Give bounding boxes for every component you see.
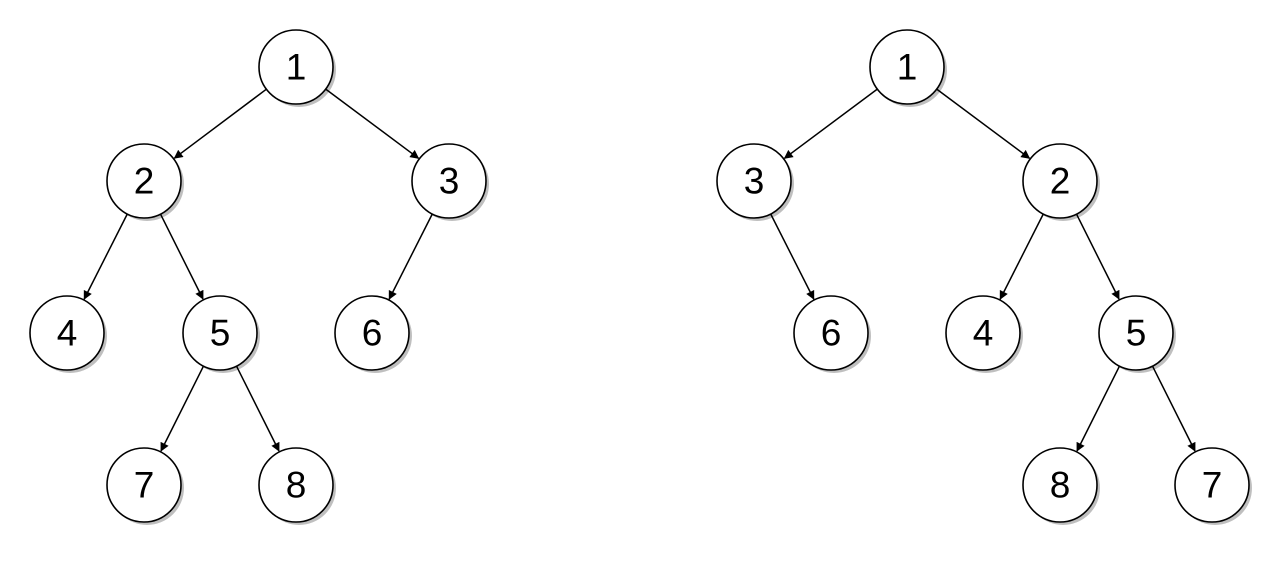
- edge-1-to-2: [936, 88, 1031, 159]
- node-label: 4: [57, 313, 78, 354]
- tree-node-3: 3: [716, 143, 794, 221]
- edge-5-to-8: [1076, 365, 1121, 452]
- tree-node-1: 1: [258, 29, 336, 107]
- node-label: 7: [1202, 465, 1223, 506]
- node-label: 6: [362, 313, 383, 354]
- tree-node-4: 4: [29, 295, 107, 373]
- node-label: 8: [1050, 465, 1071, 506]
- tree-node-3: 3: [411, 143, 489, 221]
- inverted-tree: 1 3 2 6 4 5 8 7: [716, 29, 1252, 525]
- node-circle: [869, 29, 945, 105]
- node-circle: [1022, 447, 1098, 523]
- original-tree: 1 2 3 4 5 6 7 8: [29, 29, 489, 525]
- node-label: 2: [1050, 161, 1071, 202]
- edge-5-to-7: [160, 365, 205, 452]
- edge-2-to-5: [1075, 213, 1120, 300]
- node-label: 1: [286, 47, 307, 88]
- tree-node-2: 2: [1022, 143, 1100, 221]
- node-circle: [1022, 143, 1098, 219]
- node-label: 3: [439, 161, 460, 202]
- node-circle: [411, 143, 487, 219]
- node-circle: [29, 295, 105, 371]
- tree-node-5: 5: [182, 295, 260, 373]
- edge-5-to-7: [1151, 365, 1196, 452]
- node-circle: [334, 295, 410, 371]
- node-circle: [106, 447, 182, 523]
- node-label: 8: [286, 465, 307, 506]
- edge-3-to-6: [770, 213, 815, 300]
- tree-node-2: 2: [106, 143, 184, 221]
- original-tree-edges: [83, 88, 433, 452]
- tree-node-7: 7: [106, 447, 184, 525]
- original-tree-nodes: 1 2 3 4 5 6 7 8: [29, 29, 489, 525]
- node-circle: [182, 295, 258, 371]
- node-circle: [1174, 447, 1250, 523]
- tree-node-5: 5: [1098, 295, 1176, 373]
- node-label: 2: [134, 161, 155, 202]
- tree-node-6: 6: [793, 295, 871, 373]
- node-label: 6: [821, 313, 842, 354]
- node-label: 7: [134, 465, 155, 506]
- node-circle: [106, 143, 182, 219]
- node-label: 4: [973, 313, 994, 354]
- node-circle: [258, 447, 334, 523]
- edge-2-to-5: [159, 213, 204, 300]
- node-label: 5: [1126, 313, 1147, 354]
- node-label: 3: [744, 161, 765, 202]
- tree-node-4: 4: [945, 295, 1023, 373]
- tree-node-8: 8: [1022, 447, 1100, 525]
- edge-2-to-4: [83, 213, 128, 300]
- tree-node-6: 6: [334, 295, 412, 373]
- node-circle: [1098, 295, 1174, 371]
- edge-3-to-6: [388, 213, 433, 300]
- tree-node-8: 8: [258, 447, 336, 525]
- edge-1-to-3: [325, 88, 420, 159]
- edge-2-to-4: [999, 213, 1044, 300]
- edge-5-to-8: [235, 365, 280, 452]
- node-circle: [258, 29, 334, 105]
- tree-node-7: 7: [1174, 447, 1252, 525]
- node-label: 1: [897, 47, 918, 88]
- node-circle: [716, 143, 792, 219]
- edge-1-to-3: [783, 88, 878, 159]
- inverted-tree-nodes: 1 3 2 6 4 5 8 7: [716, 29, 1252, 525]
- node-label: 5: [210, 313, 231, 354]
- node-circle: [945, 295, 1021, 371]
- inverted-tree-edges: [770, 88, 1196, 452]
- tree-node-1: 1: [869, 29, 947, 107]
- node-circle: [793, 295, 869, 371]
- edge-1-to-2: [173, 88, 267, 159]
